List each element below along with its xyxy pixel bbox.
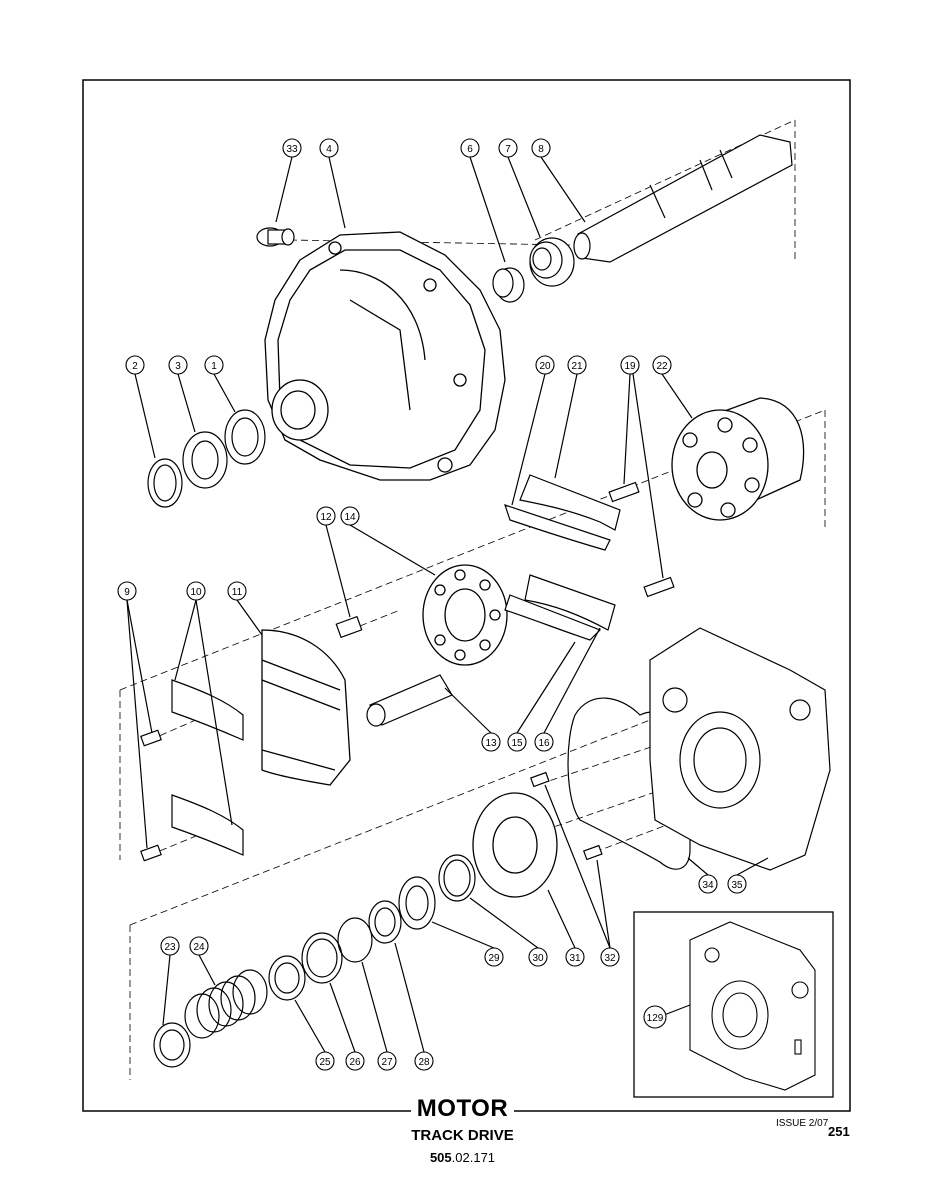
callout-19: 19 (624, 361, 636, 372)
bearing-part-7 (529, 237, 575, 287)
piston-part-13 (366, 674, 453, 727)
callout-8: 8 (538, 144, 544, 155)
piston-guide-part-11 (261, 629, 351, 786)
callout-4: 4 (326, 144, 332, 155)
cradle-part-16 (524, 574, 616, 631)
swash-plate-part-21 (519, 474, 621, 531)
snap-ring-part-2 (147, 458, 183, 508)
callout-25: 25 (319, 1057, 331, 1068)
callout-11: 11 (232, 587, 243, 598)
callout-21: 21 (571, 361, 583, 372)
callout-24: 24 (193, 942, 205, 953)
page-number: 251 (828, 1124, 850, 1139)
callout-23: 23 (164, 942, 176, 953)
shoe-part-10 (171, 679, 244, 856)
callout-13: 13 (485, 738, 497, 749)
bolt-part-19 (608, 481, 675, 598)
valve-plate-part-14 (422, 564, 508, 666)
callout-32: 32 (604, 953, 616, 964)
ring-part-28 (368, 900, 402, 944)
end-cover-part-35 (649, 627, 831, 871)
shim-part-20 (504, 504, 611, 551)
callout-15: 15 (511, 738, 523, 749)
snap-ring-part-27 (337, 917, 373, 963)
callout-14: 14 (344, 512, 356, 523)
callout-35: 35 (731, 880, 743, 891)
cylinder-block-part-22 (671, 397, 805, 521)
leader-lines (126, 156, 769, 1053)
ring-part-6 (492, 267, 525, 303)
callout-markers (117, 138, 747, 1071)
callout-33: 33 (286, 144, 298, 155)
callout-22: 22 (656, 361, 668, 372)
callout-9: 9 (124, 587, 130, 598)
callout-7: 7 (505, 144, 511, 155)
seal-part-34 (567, 697, 691, 870)
ring-part-30 (438, 854, 476, 902)
callout-2: 2 (132, 361, 138, 372)
port-plate-part-31 (472, 792, 558, 898)
callout-31: 31 (569, 953, 581, 964)
pin-part-9 (140, 729, 162, 862)
pin-part-12 (335, 615, 363, 639)
code-prefix: 505 (429, 1150, 452, 1165)
spring-part-24 (184, 969, 268, 1039)
split-ring-part-3 (182, 431, 228, 489)
bearing-part-29 (398, 876, 436, 930)
callout-27: 27 (381, 1057, 393, 1068)
washer-part-23 (153, 1022, 191, 1068)
callout-29: 29 (488, 953, 500, 964)
washer-part-26 (301, 932, 343, 984)
callout-10: 10 (190, 587, 202, 598)
plug-part-33 (256, 227, 295, 247)
callout-34: 34 (702, 880, 714, 891)
callout-3: 3 (175, 361, 181, 372)
callout-6: 6 (467, 144, 473, 155)
callout-26: 26 (349, 1057, 361, 1068)
callout-20: 20 (539, 361, 551, 372)
callout-16: 16 (538, 738, 550, 749)
callout-30: 30 (532, 953, 544, 964)
code-suffix: .02.171 (451, 1150, 496, 1165)
washer-part-25 (268, 955, 306, 1001)
shim-part-15 (504, 594, 602, 641)
seal-ring-part-1 (224, 409, 266, 465)
motor-housing-part-4 (264, 231, 506, 481)
callout-1: 1 (211, 361, 217, 372)
issue-label: ISSUE 2/07 (776, 1118, 829, 1129)
callout-12: 12 (320, 512, 332, 523)
diagram-title: MOTOR (0, 1095, 925, 1123)
diagram-subtitle: TRACK DRIVE (411, 1127, 514, 1144)
diagram-code: 505.02.171 (0, 1150, 925, 1165)
callout-28: 28 (418, 1057, 430, 1068)
valve-block-part-129 (689, 921, 816, 1091)
shaft-part-8 (573, 134, 793, 263)
dowel-part-32 (530, 771, 603, 861)
callout-129: 129 (647, 1013, 664, 1024)
